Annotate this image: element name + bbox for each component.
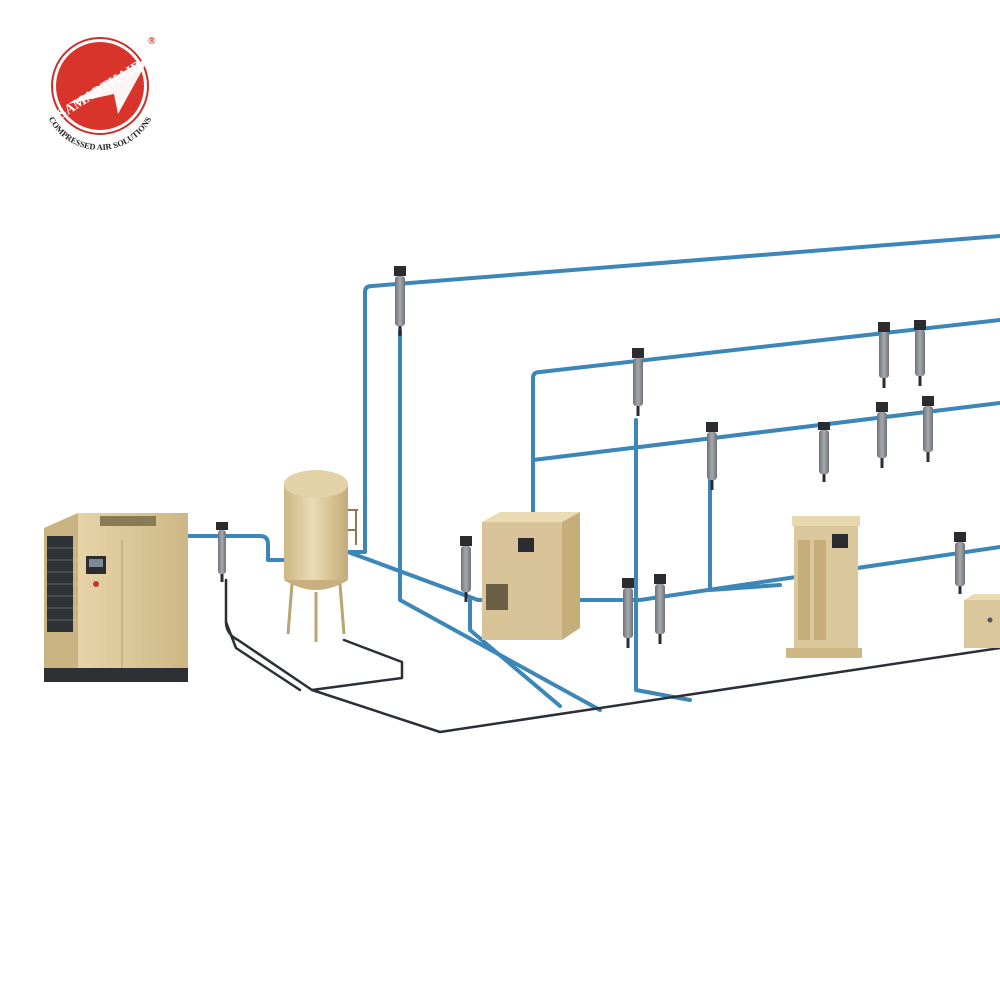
pipe-floor-run-4 bbox=[468, 598, 562, 708]
filter[interactable] bbox=[216, 522, 228, 582]
tank-legs bbox=[286, 583, 346, 642]
desiccant-tower-left bbox=[798, 540, 810, 640]
tank-body bbox=[284, 482, 348, 582]
desiccant-base bbox=[786, 648, 862, 658]
separator-top bbox=[964, 594, 1000, 600]
pipe-floor-run-2 bbox=[634, 418, 692, 702]
samarthair-logo: SAMARTHAIR COMPRESSED AIR SOLUTIONS ® bbox=[47, 36, 156, 152]
filter[interactable] bbox=[654, 574, 666, 644]
pipe-middle-branch bbox=[531, 401, 1000, 462]
pipe-upper-branch bbox=[531, 318, 1000, 602]
desiccant-dryer[interactable] bbox=[786, 516, 862, 658]
dryer-side bbox=[562, 512, 580, 640]
tank-bottom-cone bbox=[284, 580, 348, 590]
pipe-main-to-dryer bbox=[346, 545, 1000, 602]
dryer-vent bbox=[486, 584, 508, 610]
desiccant-dryer-header bbox=[792, 516, 860, 526]
filter[interactable] bbox=[922, 396, 934, 462]
filter[interactable] bbox=[706, 422, 718, 490]
filter[interactable] bbox=[878, 322, 890, 388]
condensate-treatment-unit[interactable] bbox=[964, 594, 1000, 648]
filter[interactable] bbox=[632, 348, 644, 416]
compressor-base bbox=[44, 668, 188, 682]
condensate-drain-line bbox=[224, 578, 1000, 734]
filter[interactable] bbox=[914, 320, 926, 386]
logo-arrow-icon bbox=[68, 56, 150, 114]
compressor-grille-lines bbox=[47, 547, 73, 621]
separator-body bbox=[964, 600, 1000, 648]
desiccant-control-panel[interactable] bbox=[832, 534, 848, 548]
refrigerated-dryer[interactable] bbox=[482, 512, 580, 640]
filter[interactable] bbox=[876, 402, 888, 468]
compressor-display bbox=[89, 559, 103, 567]
filter[interactable] bbox=[394, 266, 406, 336]
filter[interactable] bbox=[818, 422, 830, 482]
filter[interactable] bbox=[622, 578, 634, 648]
desiccant-tower-right bbox=[814, 540, 826, 640]
compressor-emergency-stop[interactable] bbox=[93, 581, 99, 587]
air-receiver-tank[interactable] bbox=[284, 470, 358, 642]
filter[interactable] bbox=[460, 536, 472, 602]
tank-gauge-valves[interactable] bbox=[348, 509, 358, 545]
pipe-compressor-to-tank bbox=[186, 534, 290, 562]
pipe-floor-run-3 bbox=[708, 478, 782, 592]
pipe-tank-to-header bbox=[346, 234, 1000, 554]
air-compressor[interactable] bbox=[44, 513, 188, 682]
dryer-top bbox=[482, 512, 580, 522]
pipe-floor-run-1 bbox=[398, 328, 602, 712]
separator-indicator bbox=[987, 617, 993, 623]
dryer-control-panel[interactable] bbox=[518, 538, 534, 552]
logo-registered-mark: ® bbox=[148, 36, 156, 47]
filters bbox=[216, 266, 966, 648]
filter[interactable] bbox=[954, 532, 966, 594]
compressor-top-vent bbox=[100, 516, 156, 526]
tank-top-dome bbox=[284, 470, 348, 498]
compressor-side bbox=[78, 513, 188, 671]
